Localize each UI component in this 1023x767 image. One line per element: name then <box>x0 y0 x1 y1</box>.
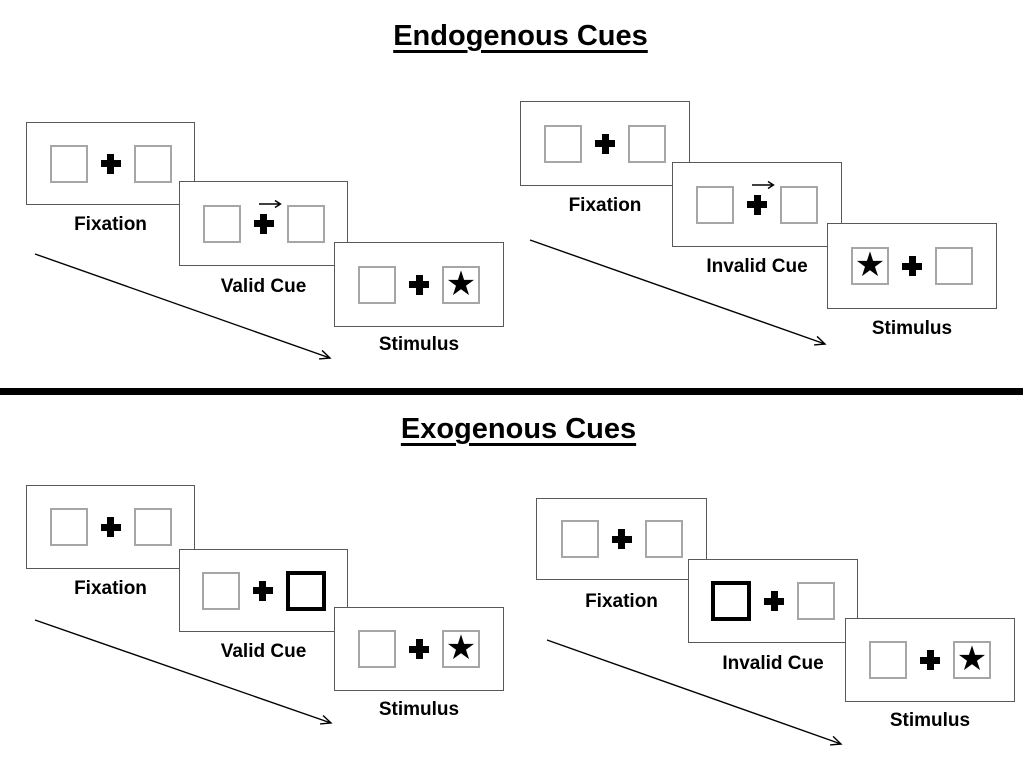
sequence-arrow-endogenous-valid <box>34 253 332 360</box>
panel-label: Invalid Cue <box>722 653 824 674</box>
right-box <box>797 582 835 620</box>
left-box <box>201 571 240 610</box>
left-box <box>544 124 582 163</box>
exogenous-section-title: Exogenous Cues <box>400 413 637 445</box>
star-icon: ★ <box>956 639 988 679</box>
left-box <box>696 185 734 224</box>
panel-label: Stimulus <box>871 318 953 339</box>
left-box <box>202 204 241 243</box>
endogenous-valid-fixation-panel <box>26 122 195 205</box>
exogenous-invalid-fixation-panel <box>536 498 707 580</box>
exogenous-valid-fixation-panel <box>26 485 195 569</box>
panel-label: Fixation <box>74 214 147 235</box>
exogenous-valid-cue-panel <box>179 549 348 632</box>
right-box <box>133 144 172 183</box>
panel-label: Valid Cue <box>220 641 307 662</box>
fixation-cross-icon <box>920 650 940 670</box>
fixation-cross-icon <box>100 517 121 537</box>
fixation-cross-icon <box>253 199 282 234</box>
star-stimulus-box: ★ <box>851 247 889 285</box>
sequence-arrow-exogenous-valid <box>34 619 333 725</box>
star-icon: ★ <box>854 245 886 285</box>
cue-arrow-right-icon <box>752 180 775 189</box>
fixation-cross-icon <box>747 180 775 215</box>
fixation-cross-icon <box>252 580 273 601</box>
endogenous-invalid-cue-panel <box>672 162 842 247</box>
fixation-cross-icon <box>611 529 632 549</box>
panel-label: Stimulus <box>378 699 460 720</box>
endogenous-valid-cue-panel <box>179 181 348 266</box>
right-box <box>133 508 172 546</box>
panel-label: Stimulus <box>378 334 460 355</box>
star-stimulus-box: ★ <box>442 630 480 668</box>
endogenous-invalid-fixation-panel <box>520 101 690 186</box>
cued-highlighted-box <box>285 570 326 611</box>
panel-label: Stimulus <box>889 710 971 731</box>
panel-label: Valid Cue <box>220 276 307 297</box>
right-box <box>935 247 973 285</box>
left-box <box>358 630 396 668</box>
fixation-cross-icon <box>409 639 429 659</box>
star-stimulus-box: ★ <box>953 641 991 679</box>
star-icon: ★ <box>445 628 477 668</box>
left-box <box>49 508 88 546</box>
exogenous-valid-stimulus-panel: ★ <box>334 607 504 691</box>
panel-label: Fixation <box>568 195 642 216</box>
fixation-cross-icon <box>595 133 615 154</box>
endogenous-valid-stimulus-panel: ★ <box>334 242 504 327</box>
right-box <box>286 204 325 243</box>
star-stimulus-box: ★ <box>442 263 480 304</box>
section-divider <box>0 388 1023 395</box>
fixation-cross-icon <box>764 591 784 611</box>
exogenous-invalid-stimulus-panel: ★ <box>845 618 1015 702</box>
right-box <box>780 185 818 224</box>
exogenous-invalid-cue-panel <box>688 559 858 643</box>
endogenous-section-title: Endogenous Cues <box>393 20 648 52</box>
left-box <box>869 641 907 679</box>
fixation-cross-icon <box>100 153 121 174</box>
cued-highlighted-box <box>711 581 751 621</box>
star-icon: ★ <box>445 263 477 304</box>
left-box <box>49 144 88 183</box>
endogenous-invalid-stimulus-panel: ★ <box>827 223 997 309</box>
panel-label: Fixation <box>74 578 147 599</box>
left-box <box>560 520 599 558</box>
panel-label: Fixation <box>585 591 658 612</box>
cue-arrow-right-icon <box>258 199 282 208</box>
left-box <box>358 265 396 304</box>
fixation-cross-icon <box>409 274 429 295</box>
fixation-cross-icon <box>902 256 922 276</box>
right-box <box>644 520 683 558</box>
panel-label: Invalid Cue <box>706 256 808 277</box>
right-box <box>628 124 666 163</box>
